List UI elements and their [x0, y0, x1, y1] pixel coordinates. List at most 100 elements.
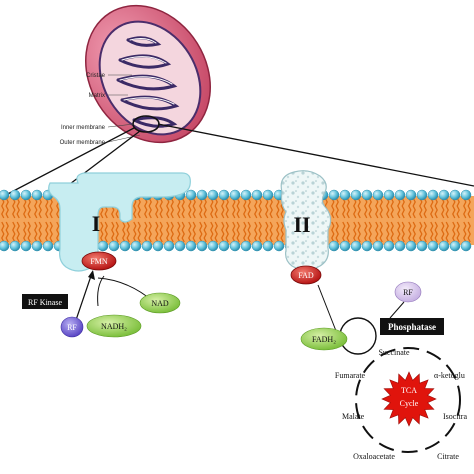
- lipid-head: [20, 189, 32, 201]
- lipid-tail: [122, 221, 126, 243]
- label-leader-lines: [107, 74, 141, 143]
- lipid-tail: [1, 221, 5, 243]
- lipid-tail: [254, 221, 258, 243]
- lipid-tail: [342, 197, 346, 219]
- lipid-tail: [269, 221, 273, 243]
- oxaloacetate-label: Oxaloacetate: [353, 452, 395, 461]
- lipid-tail: [170, 221, 174, 243]
- lipid-tail: [258, 221, 262, 243]
- lipid-tail: [232, 221, 236, 243]
- lipid-tail: [38, 221, 42, 243]
- lipid-tail: [221, 221, 225, 243]
- lipid-tail: [419, 197, 423, 219]
- lipid-tail: [401, 197, 405, 219]
- lipid-tail: [144, 197, 148, 219]
- lipid-tail: [397, 221, 401, 243]
- lipid-tail: [115, 221, 119, 243]
- lipid-tail: [331, 197, 335, 219]
- lipid-tail: [12, 197, 16, 219]
- lipid-tail: [456, 197, 460, 219]
- lipid-tail: [386, 221, 390, 243]
- lipid-tail: [243, 221, 247, 243]
- lipid-tail: [126, 221, 130, 243]
- lipid-head: [262, 240, 274, 252]
- lipid-tail: [27, 197, 31, 219]
- lipid-tail: [331, 221, 335, 243]
- lipid-tail: [38, 197, 42, 219]
- lipid-head: [438, 189, 450, 201]
- lipid-head: [438, 240, 450, 252]
- lipid-tail: [12, 221, 16, 243]
- lipid-head: [196, 189, 208, 201]
- lipid-tail: [221, 197, 225, 219]
- lipid-tail: [467, 197, 471, 219]
- lipid-tail: [5, 197, 9, 219]
- rf-right-label: RF: [403, 288, 413, 297]
- fumarate-label: Fumarate: [335, 371, 366, 380]
- lipid-tail: [203, 221, 207, 243]
- lipid-tail: [159, 221, 163, 243]
- lipid-tail: [269, 197, 273, 219]
- lipid-head: [108, 240, 120, 252]
- lipid-tail: [430, 221, 434, 243]
- zoom-lines: [0, 123, 474, 199]
- lipid-tail: [463, 197, 467, 219]
- lipid-tail: [357, 197, 361, 219]
- lipid-tail: [170, 197, 174, 219]
- lipid-head: [328, 189, 340, 201]
- mitochondrion: [84, 4, 212, 144]
- lipid-head: [229, 189, 241, 201]
- lipid-tail: [148, 197, 152, 219]
- lipid-tail: [225, 197, 229, 219]
- lipid-head: [372, 240, 384, 252]
- lipid-tail: [16, 221, 20, 243]
- lipid-tail: [247, 197, 251, 219]
- lipid-head: [394, 240, 406, 252]
- lipid-tail: [137, 221, 141, 243]
- lipid-tail: [243, 197, 247, 219]
- lipid-head: [405, 240, 417, 252]
- nad-label: NAD: [151, 299, 169, 308]
- lipid-tail: [408, 221, 412, 243]
- tca-star-burst: [381, 371, 437, 427]
- lipid-head: [416, 189, 428, 201]
- rf-kinase-label: RF Kinase: [28, 298, 62, 307]
- lipid-tail: [104, 221, 108, 243]
- lipid-tail: [199, 197, 203, 219]
- lipid-head: [251, 189, 263, 201]
- lipid-head: [383, 189, 395, 201]
- lipid-tail: [199, 221, 203, 243]
- lipid-tail: [177, 221, 181, 243]
- lipid-head: [163, 240, 175, 252]
- alpha-ketoglutarate-label: α-ketoglu: [434, 371, 465, 380]
- nad-ellipse: [139, 292, 181, 314]
- lipid-head: [427, 189, 439, 201]
- lipid-head: [31, 189, 43, 201]
- lipid-tail: [280, 221, 284, 243]
- lipid-tail: [364, 221, 368, 243]
- lipid-head: [207, 240, 219, 252]
- lipid-tail: [247, 221, 251, 243]
- lipid-tail: [192, 221, 196, 243]
- lipid-head: [240, 240, 252, 252]
- lipid-tail: [45, 197, 49, 219]
- complex-II: II FAD: [280, 170, 332, 285]
- lipid-tail: [441, 197, 445, 219]
- lipid-tail: [254, 197, 258, 219]
- lipid-head: [240, 189, 252, 201]
- lipid-head: [449, 189, 461, 201]
- lipid-tail: [434, 221, 438, 243]
- lipid-head: [383, 240, 395, 252]
- lipid-tail: [375, 197, 379, 219]
- lipid-tail: [210, 197, 214, 219]
- lipid-head: [350, 189, 362, 201]
- lipid-tail: [144, 221, 148, 243]
- nadh2-ellipse: [86, 314, 142, 338]
- lipid-tail: [56, 221, 60, 243]
- lipid-tail: [159, 197, 163, 219]
- lipid-tail: [16, 197, 20, 219]
- lipid-tail: [1, 197, 5, 219]
- lipid-head: [372, 189, 384, 201]
- lipid-head: [350, 240, 362, 252]
- rf-to-phosphatase-line: [389, 301, 405, 319]
